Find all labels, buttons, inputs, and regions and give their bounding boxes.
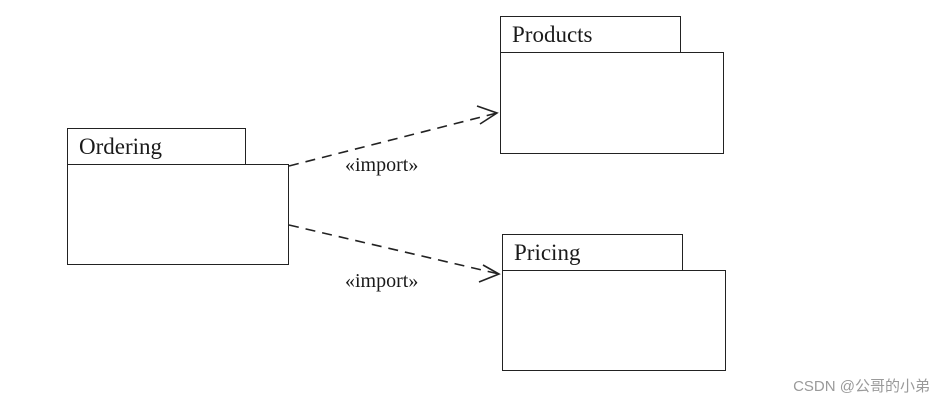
open-arrowhead-products	[476, 105, 499, 125]
ordering-package-name: Ordering	[79, 134, 163, 159]
import-label-pricing: «import»	[345, 270, 419, 292]
import-dependency-products	[288, 105, 499, 167]
import-dependency-pricing	[288, 224, 501, 283]
import-label-products: «import»	[345, 154, 419, 176]
products-package-body	[500, 52, 724, 154]
open-arrowhead-pricing	[478, 264, 501, 283]
dashed-line-to-pricing	[288, 224, 500, 275]
watermark-text: CSDN @公哥的小弟	[793, 378, 930, 395]
ordering-package-tab: Ordering	[67, 128, 246, 166]
products-package-name: Products	[512, 22, 593, 47]
pricing-package-body	[502, 270, 726, 371]
products-package-tab: Products	[500, 16, 681, 54]
pricing-package-name: Pricing	[514, 240, 581, 265]
dashed-line-to-products	[288, 112, 498, 167]
ordering-package-body	[67, 164, 289, 265]
